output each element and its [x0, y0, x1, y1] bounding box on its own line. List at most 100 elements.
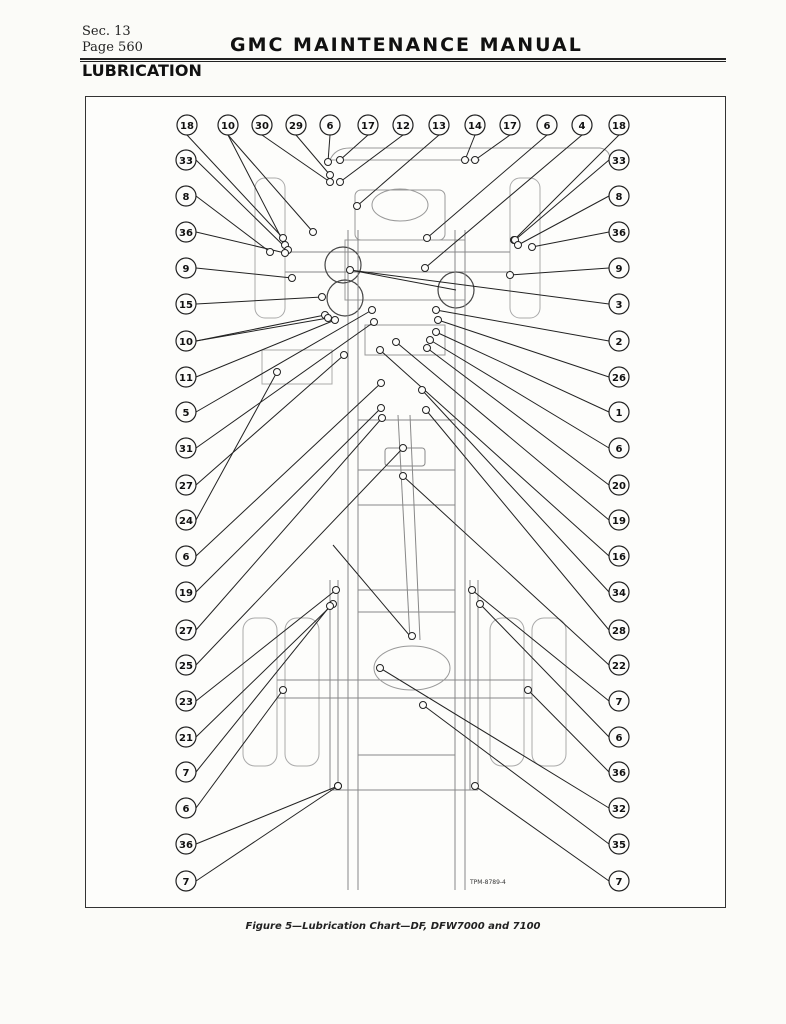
- callout-circle: [608, 401, 630, 423]
- callout-circle: [608, 474, 630, 496]
- lube-fitting: [514, 241, 522, 249]
- leader-line: [474, 134, 511, 161]
- drawing-number: TPM-8789-4: [469, 879, 506, 886]
- callout-number: 17: [503, 121, 517, 132]
- callout-circle: [608, 257, 630, 279]
- right-callout: 19: [608, 509, 630, 531]
- leader-line: [426, 347, 610, 486]
- lube-fitting: [331, 316, 339, 324]
- lube-fitting: [324, 314, 332, 322]
- lube-fitting: [528, 243, 536, 251]
- left-callout: 7: [175, 870, 197, 892]
- page-number: Page 560: [82, 40, 143, 55]
- callout-circle: [608, 366, 630, 388]
- leader-line: [437, 319, 610, 378]
- callout-circle: [175, 833, 197, 855]
- leader-line: [195, 407, 382, 593]
- lube-fitting: [422, 406, 430, 414]
- leader-line: [195, 195, 271, 253]
- left-callout: 31: [175, 437, 197, 459]
- leader-line: [514, 159, 610, 241]
- callout-circle: [608, 437, 630, 459]
- callout-number: 22: [612, 661, 626, 672]
- lube-fitting: [434, 316, 442, 324]
- left-callout: 19: [175, 581, 197, 603]
- top-callout: 6: [319, 114, 341, 136]
- callout-circle: [608, 114, 630, 136]
- callout-circle: [175, 581, 197, 603]
- right-callout: 32: [608, 797, 630, 819]
- callout-circle: [608, 581, 630, 603]
- lube-fitting: [423, 234, 431, 242]
- callout-circle: [175, 474, 197, 496]
- lube-fitting: [471, 782, 479, 790]
- right-callout: 22: [608, 654, 630, 676]
- leader-line: [356, 134, 440, 207]
- callout-circle: [176, 114, 198, 136]
- leader-line: [513, 134, 620, 241]
- lube-fitting: [376, 664, 384, 672]
- callout-number: 6: [616, 733, 623, 744]
- right-callout: 35: [608, 833, 630, 855]
- lube-fitting: [336, 178, 344, 186]
- right-callout: 26: [608, 366, 630, 388]
- leader-line: [195, 314, 326, 342]
- top-callout: 4: [571, 114, 593, 136]
- leader-line: [332, 544, 411, 637]
- callout-number: 36: [612, 228, 626, 239]
- callout-circle: [608, 690, 630, 712]
- callout-number: 36: [612, 768, 626, 779]
- leader-line: [195, 319, 336, 378]
- left-callout: 36: [175, 833, 197, 855]
- leader-line: [426, 134, 548, 239]
- callout-number: 6: [616, 444, 623, 455]
- callout-number: 26: [612, 373, 626, 384]
- leader-line: [402, 475, 610, 666]
- leader-line: [435, 309, 610, 342]
- callout-number: 19: [179, 588, 193, 599]
- leader-line: [295, 134, 331, 176]
- lubrication-points: [266, 156, 536, 790]
- left-callout: 36: [175, 221, 197, 243]
- callout-number: 29: [289, 121, 303, 132]
- leader-line: [195, 417, 383, 631]
- lube-fitting: [524, 686, 532, 694]
- leader-line: [195, 382, 382, 557]
- callout-number: 17: [361, 121, 375, 132]
- callout-number: 32: [612, 804, 626, 815]
- lube-fitting: [471, 156, 479, 164]
- right-callout: 33: [608, 149, 630, 171]
- lube-fitting: [506, 271, 514, 279]
- callout-number: 9: [183, 264, 190, 275]
- leader-line: [474, 785, 610, 882]
- leader-line: [425, 409, 610, 631]
- callout-circle: [217, 114, 239, 136]
- right-callout: 7: [608, 870, 630, 892]
- leader-line: [327, 134, 331, 163]
- lube-fitting: [378, 414, 386, 422]
- callout-number: 7: [616, 697, 623, 708]
- left-callout: 9: [175, 257, 197, 279]
- right-callout: 2: [608, 330, 630, 352]
- lube-fitting: [340, 351, 348, 359]
- leader-line: [195, 317, 329, 342]
- leader-line: [339, 134, 369, 161]
- left-callout: 8: [175, 185, 197, 207]
- lube-fitting: [281, 249, 289, 257]
- leader-line: [479, 603, 610, 738]
- callout-number: 7: [183, 877, 190, 888]
- callout-number: 7: [183, 768, 190, 779]
- callout-circle: [608, 797, 630, 819]
- callout-circle: [175, 149, 197, 171]
- lube-fitting: [377, 379, 385, 387]
- top-callout: 12: [392, 114, 414, 136]
- header-rule: [80, 58, 726, 62]
- callout-circle: [175, 761, 197, 783]
- lube-fitting: [399, 444, 407, 452]
- lube-fitting: [476, 600, 484, 608]
- callout-number: 24: [179, 516, 193, 527]
- leader-line: [339, 134, 404, 183]
- left-callout: 25: [175, 654, 197, 676]
- leader-line: [195, 159, 289, 251]
- right-callout: 9: [608, 257, 630, 279]
